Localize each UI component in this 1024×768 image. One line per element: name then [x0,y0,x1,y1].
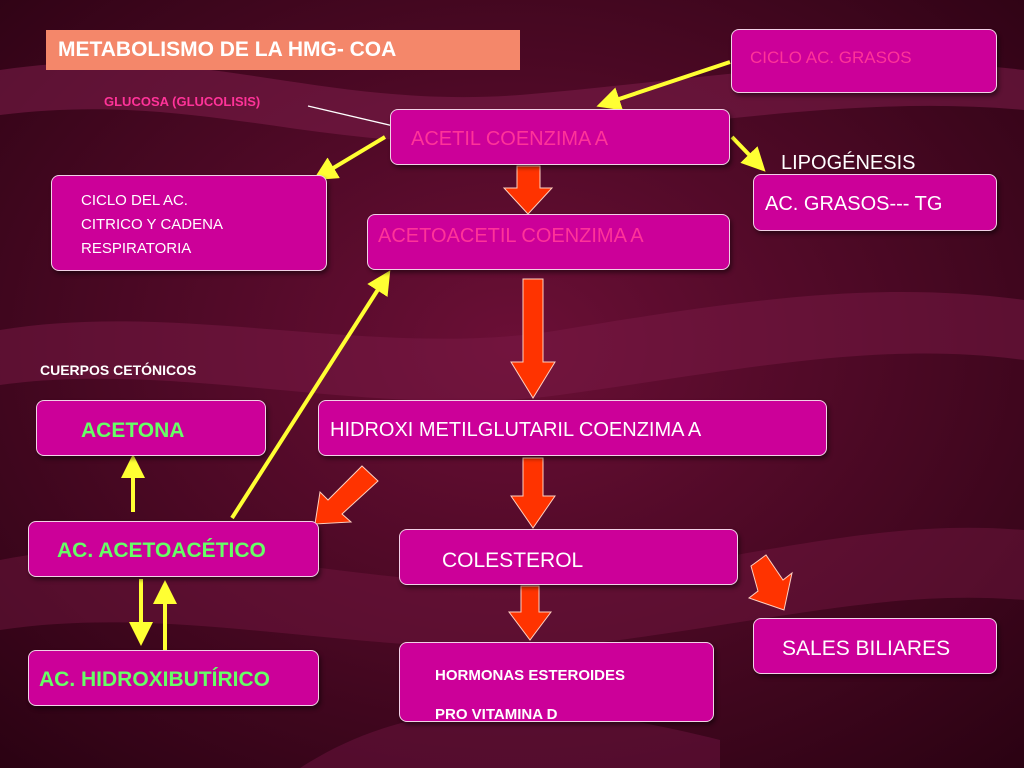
arrow-acetil-to-acetoacetil [502,165,554,215]
node-acetil-coenzima-a-label: ACETIL COENZIMA A [411,128,609,150]
node-hidroxibutirico-label: AC. HIDROXIBUTÍRICO [39,668,270,691]
node-acetoacetil-coenzima-a-label: ACETOACETIL COENZIMA A [378,225,644,247]
node-acetoacetil-coenzima-a: ACETOACETIL COENZIMA A [367,214,730,270]
node-ciclo-citrico-line-1: CICLO DEL AC. [81,192,188,209]
label-lipogenesis: LIPOGÉNESIS [781,152,916,174]
node-provitamina-label: PRO VITAMINA D [435,706,558,723]
node-hmg-coenzima-a: HIDROXI METILGLUTARIL COENZIMA A [318,400,827,456]
node-acetoacetico: AC. ACETOACÉTICO [28,521,319,577]
arrow-colesterol-to-sales [747,554,793,611]
page-title: METABOLISMO DE LA HMG- COA [46,30,520,70]
node-sales-biliares-label: SALES BILIARES [782,637,951,660]
arrow-ciclo-grasos-to-acetil [596,60,731,111]
node-ac-grasos-tg: AC. GRASOS--- TG [753,174,997,231]
node-acetil-coenzima-a: ACETIL COENZIMA A [390,109,730,165]
arrow-acetil-to-ciclo-citrico [313,135,387,181]
node-colesterol-label: COLESTEROL [442,549,584,572]
node-ciclo-citrico-line-2: CITRICO Y CADENA [81,216,223,233]
node-acetona: ACETONA [36,400,266,456]
node-ac-grasos-tg-label: AC. GRASOS--- TG [765,193,943,215]
node-hormonas-label: HORMONAS ESTEROIDES [435,667,626,684]
node-colesterol: COLESTEROL [399,529,738,585]
node-ciclo-ac-grasos-label: CICLO AC. GRASOS [750,48,912,67]
glucosa-connector [307,105,403,129]
node-ciclo-ac-grasos: CICLO AC. GRASOS [731,29,997,93]
arrow-hmg-to-colesterol [510,457,556,529]
node-hidroxibutirico: AC. HIDROXIBUTÍRICO [28,650,319,706]
node-acetona-label: ACETONA [81,419,185,442]
label-cuerpos-cetonicos: CUERPOS CETÓNICOS [40,362,197,378]
node-hormonas-esteroides: HORMONAS ESTEROIDES PRO VITAMINA D [399,642,714,723]
node-sales-biliares: SALES BILIARES [753,618,997,674]
node-hmg-coenzima-a-label: HIDROXI METILGLUTARIL COENZIMA A [330,419,702,441]
label-glucosa: GLUCOSA (GLUCOLISIS) [104,94,261,109]
arrow-acetoacetico-to-acetoacetil [230,270,391,520]
node-ciclo-citrico-line-3: RESPIRATORIA [81,240,192,257]
node-acetoacetico-label: AC. ACETOACÉTICO [57,539,266,562]
arrow-hmg-to-acetoacetico [314,465,379,525]
arrow-colesterol-to-hormonas [508,585,552,641]
page-title-text: METABOLISMO DE LA HMG- COA [58,38,397,61]
node-ciclo-citrico: CICLO DEL AC. CITRICO Y CADENA RESPIRATO… [51,175,327,271]
arrow-acetoacetil-to-hmg [510,278,556,399]
arrow-acetil-to-lipogenesis [730,135,766,172]
